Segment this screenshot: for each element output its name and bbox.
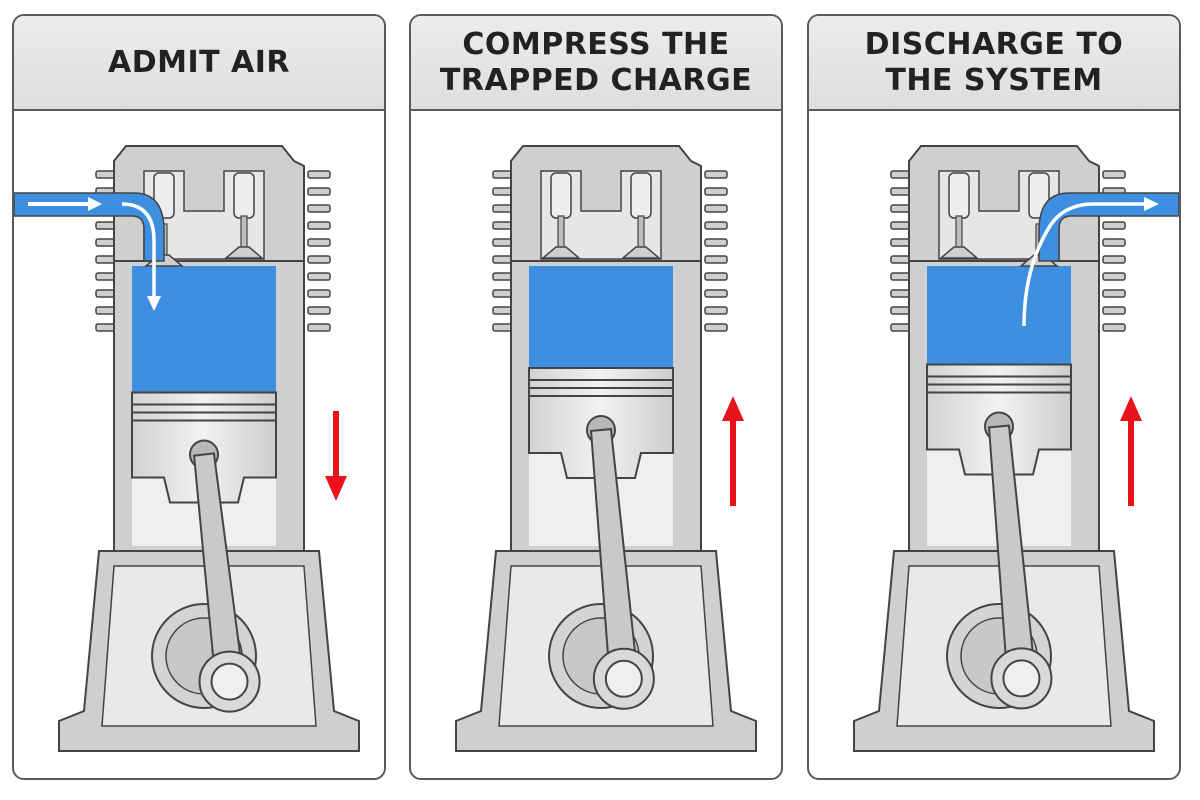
intake-valve-stem — [955, 215, 963, 252]
cooling-fin — [1102, 323, 1126, 332]
intake-valve-head — [540, 246, 582, 259]
cooling-fin — [307, 204, 331, 213]
cooling-fin — [1102, 306, 1126, 315]
crank-pin — [210, 662, 249, 701]
cooling-fin — [704, 238, 728, 247]
panel-header: ADMIT AIR — [14, 16, 384, 111]
panel-header: DISCHARGE TO THE SYSTEM — [809, 16, 1179, 111]
cooling-fin — [704, 272, 728, 281]
compressor-diagram — [853, 145, 1179, 752]
motion-arrow-shaft — [333, 411, 339, 481]
cooling-fin — [1102, 272, 1126, 281]
cooling-fin — [1102, 289, 1126, 298]
cooling-fin — [704, 289, 728, 298]
cooling-fin — [307, 170, 331, 179]
intake-valve-spring-cap — [948, 172, 970, 219]
cooling-fin — [704, 204, 728, 213]
cooling-fin — [307, 289, 331, 298]
intake-pipe — [14, 192, 165, 262]
panel-admit-air: ADMIT AIR — [12, 14, 386, 780]
exhaust-valve-head — [223, 246, 265, 259]
air-charge — [132, 266, 276, 393]
cooling-fin — [307, 221, 331, 230]
crank-pin — [1002, 659, 1041, 698]
cooling-fin — [704, 306, 728, 315]
cooling-fin — [1102, 255, 1126, 264]
compressor-diagram — [455, 145, 757, 752]
motion-arrow-shaft — [1128, 416, 1134, 506]
cooling-fin — [1102, 238, 1126, 247]
cooling-fin — [704, 255, 728, 264]
cooling-fin — [704, 170, 728, 179]
cooling-fin — [704, 187, 728, 196]
flow-arrow-head — [1144, 197, 1159, 211]
crank-pin — [604, 659, 643, 698]
intake-valve-spring-cap — [550, 172, 572, 219]
panel-title: COMPRESS THE TRAPPED CHARGE — [439, 26, 753, 98]
flow-arrow-shaft — [121, 202, 156, 296]
motion-arrow-head — [325, 476, 347, 501]
intake-valve-head — [938, 246, 980, 259]
cooling-fin — [1102, 221, 1126, 230]
panel-title: DISCHARGE TO THE SYSTEM — [864, 26, 1124, 98]
cooling-fin — [307, 323, 331, 332]
cooling-fin — [307, 306, 331, 315]
motion-arrow-head — [1120, 396, 1142, 421]
cooling-fin — [1102, 170, 1126, 179]
panel-title: ADMIT AIR — [107, 44, 291, 80]
cooling-fin — [307, 238, 331, 247]
intake-valve-stem — [557, 215, 565, 252]
motion-arrow-shaft — [730, 416, 736, 506]
cooling-fin — [307, 187, 331, 196]
compressor-diagram — [14, 145, 360, 752]
cooling-fin — [704, 323, 728, 332]
air-charge — [529, 266, 673, 368]
exhaust-valve-stem — [637, 215, 645, 252]
cooling-fin — [307, 255, 331, 264]
flow-arrow-head — [147, 296, 161, 311]
flow-arrow-head — [88, 197, 102, 211]
panel-header: COMPRESS THE TRAPPED CHARGE — [411, 16, 781, 111]
air-charge — [927, 266, 1071, 365]
exhaust-valve-spring-cap — [233, 172, 255, 219]
panel-compress: COMPRESS THE TRAPPED CHARGE — [409, 14, 783, 780]
exhaust-valve-head — [620, 246, 662, 259]
cooling-fin — [704, 221, 728, 230]
flow-arrow-shaft — [1022, 202, 1144, 327]
exhaust-valve-spring-cap — [630, 172, 652, 219]
cooling-fin — [307, 272, 331, 281]
exhaust-valve-stem — [240, 215, 248, 252]
panel-discharge: DISCHARGE TO THE SYSTEM — [807, 14, 1181, 780]
motion-arrow-head — [722, 396, 744, 421]
